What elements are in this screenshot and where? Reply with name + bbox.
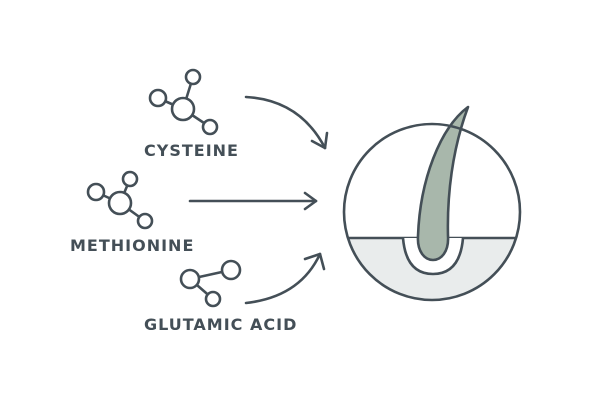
hair-follicle-icon	[342, 105, 522, 302]
glutamic-acid-label: GLUTAMIC ACID	[144, 315, 297, 334]
cysteine-label: CYSTEINE	[144, 141, 239, 160]
bottom-arrow-icon	[244, 252, 326, 305]
methionine-label: METHIONINE	[70, 236, 194, 255]
cysteine-molecule-icon	[148, 68, 219, 136]
methionine-molecule-icon	[86, 170, 154, 230]
glutamic-acid-molecule-icon	[179, 259, 242, 308]
top-arrow-icon	[244, 95, 329, 150]
middle-arrow-icon	[188, 191, 318, 211]
